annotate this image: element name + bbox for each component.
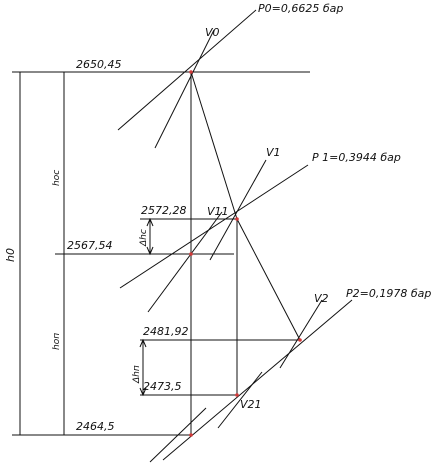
label-h-2: 2481,92 [143,325,189,338]
label-p2: P2=0,1978 бар [346,287,431,300]
label-h-top: 2650,45 [76,58,122,71]
label-h0: h0 [4,248,17,262]
label-h-1: 2572,28 [141,204,187,217]
label-v0: V0 [205,26,220,39]
label-hoc: hос [52,170,62,186]
dimension-dhc-arrow-top [146,217,154,227]
line-v-bottom [149,407,207,463]
label-dhn: Δhп [132,365,142,384]
point-v21 [235,393,239,397]
label-v2: V2 [314,292,329,305]
label-h-1t: 2567,54 [67,239,113,252]
dimension-dhn-arrow-bottom [139,387,147,397]
isobar-p0 [117,9,257,131]
label-dhc: Δhс [139,229,149,247]
label-v21: V21 [240,398,262,411]
label-v1: V1 [266,146,281,159]
label-hon: hоп [52,333,62,350]
point-p0 [189,70,193,74]
dimension-dhn-arrow-top [139,338,147,348]
line-v1 [209,159,267,261]
dimension-dhc-arrow-bottom [146,246,154,256]
process-line-0-1 [190,71,238,220]
line-v21 [217,371,263,429]
point-bottom [189,433,193,437]
label-h-2t: 2473,5 [143,380,182,393]
label-p1: P 1=0,3944 бар [312,151,401,164]
point-v1t [189,252,193,256]
label-h-bottom: 2464,5 [76,420,115,433]
point-v11 [235,217,239,221]
process-line-1-2 [236,218,301,341]
line-v0 [154,29,215,149]
line-v2 [279,299,323,369]
isobar-p2 [162,299,353,461]
line-v11 [147,211,223,313]
label-v11: V11 [207,205,229,218]
isobar-p1 [119,164,309,289]
point-v2 [298,338,302,342]
label-p0: P0=0,6625 бар [258,2,343,15]
